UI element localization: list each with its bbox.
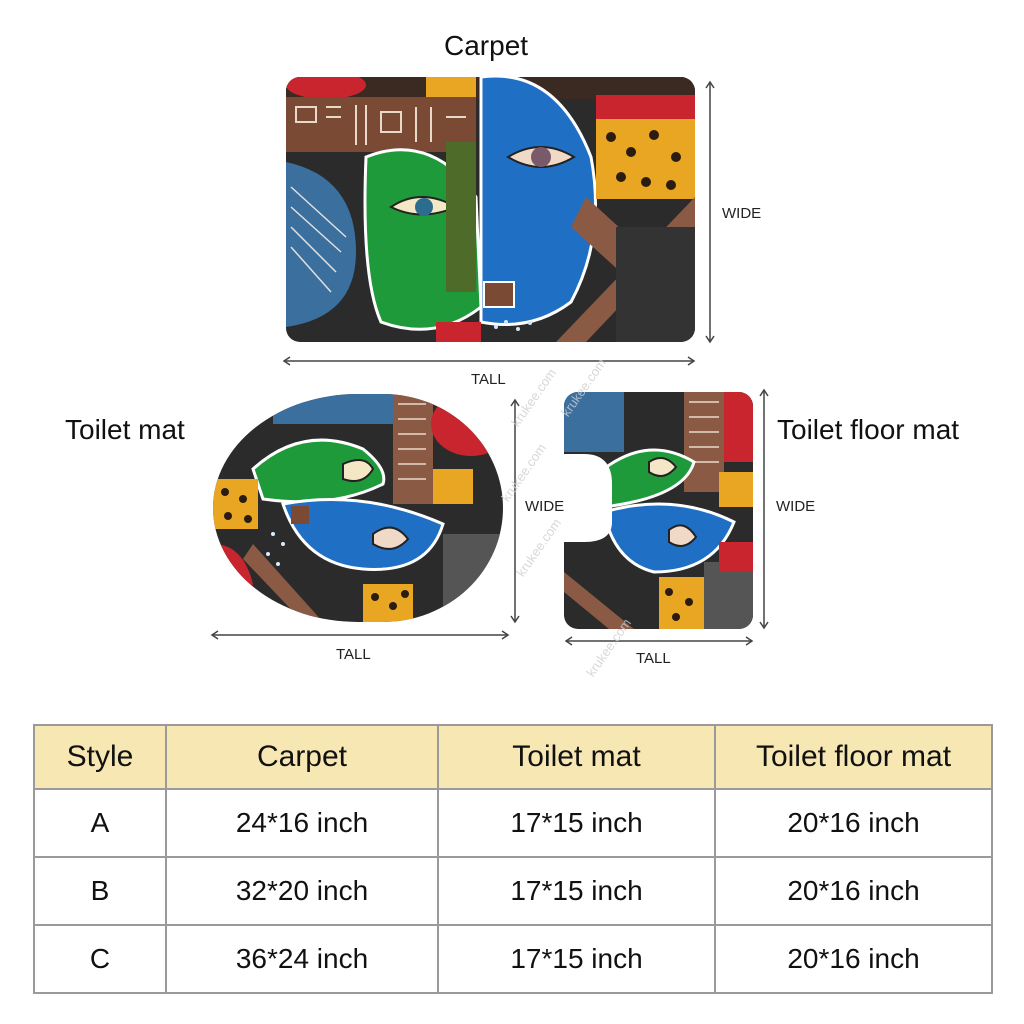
header-carpet: Carpet [165,724,439,790]
carpet-image [286,77,695,342]
toilet-mat-tall-arrow [210,630,510,640]
cell-toilet-floor-mat: 20*16 inch [714,788,993,858]
toilet-floor-mat-wide-label: WIDE [776,498,816,515]
carpet-wide-arrow [705,80,715,344]
cell-toilet-mat: 17*15 inch [437,788,716,858]
toilet-floor-mat-wide-arrow [759,388,769,630]
carpet-wide-label: WIDE [722,205,762,222]
cell-carpet: 32*20 inch [165,856,439,926]
table-header-row: Style Carpet Toilet mat Toilet floor mat [33,724,993,790]
toilet-mat-label: Toilet mat [65,414,185,445]
table-row: C 36*24 inch 17*15 inch 20*16 inch [33,924,993,994]
cell-carpet: 36*24 inch [165,924,439,994]
cell-style: C [33,924,167,994]
toilet-mat-tall-label: TALL [336,646,371,663]
carpet-tall-label: TALL [471,371,506,388]
carpet-artwork [286,77,695,342]
table-row: A 24*16 inch 17*15 inch 20*16 inch [33,788,993,858]
header-toilet-mat: Toilet mat [437,724,716,790]
toilet-mat-wide-arrow [510,398,520,624]
cell-toilet-floor-mat: 20*16 inch [714,924,993,994]
cell-carpet: 24*16 inch [165,788,439,858]
toilet-mat-artwork [213,394,503,622]
toilet-floor-mat-tall-label: TALL [636,650,671,667]
cell-toilet-mat: 17*15 inch [437,924,716,994]
toilet-floor-mat-tall-arrow [564,636,754,646]
toilet-mat-wide-label: WIDE [525,498,565,515]
cell-toilet-floor-mat: 20*16 inch [714,856,993,926]
carpet-label: Carpet [444,30,529,61]
header-toilet-floor-mat: Toilet floor mat [714,724,993,790]
table-row: B 32*20 inch 17*15 inch 20*16 inch [33,856,993,926]
carpet-tall-arrow [282,356,696,366]
cell-toilet-mat: 17*15 inch [437,856,716,926]
toilet-floor-mat-image [564,392,753,629]
cell-style: B [33,856,167,926]
toilet-floor-mat-artwork [564,392,753,629]
cell-style: A [33,788,167,858]
toilet-floor-mat-label: Toilet floor mat [777,414,960,445]
size-table: Style Carpet Toilet mat Toilet floor mat… [33,724,993,994]
header-style: Style [33,724,167,790]
toilet-mat-image [213,394,503,622]
